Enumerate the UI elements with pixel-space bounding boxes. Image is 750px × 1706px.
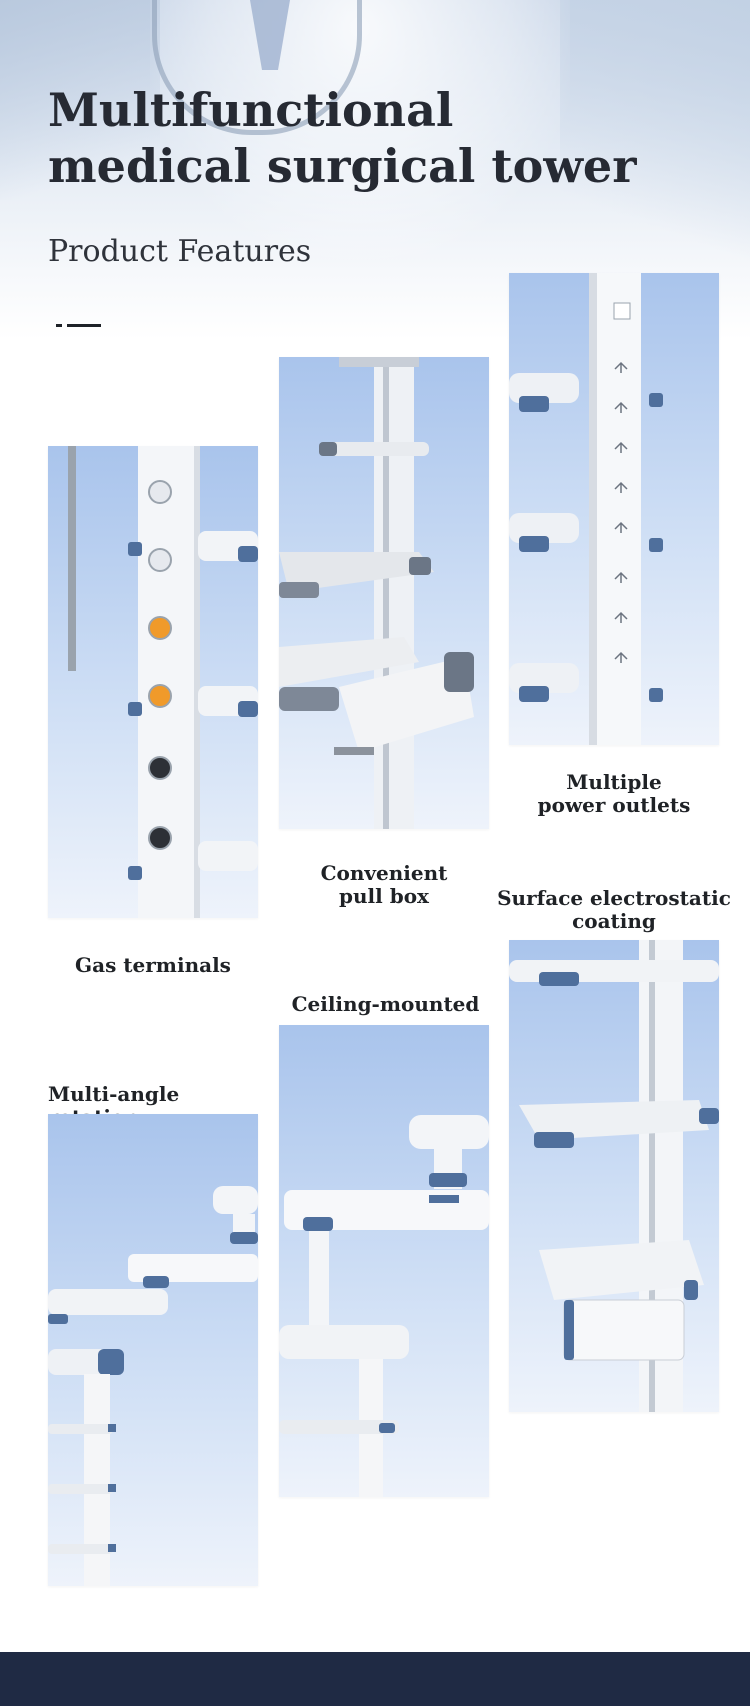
- ceiling-mounted-photo: [279, 1025, 489, 1497]
- caption-pull-box-line1: Convenient: [320, 861, 448, 885]
- page-title: Multifunctional medical surgical tower: [48, 82, 636, 194]
- footer-bar: [0, 1652, 750, 1706]
- divider-dot: [56, 324, 62, 327]
- page-title-line2: medical surgical tower: [48, 139, 637, 193]
- hero-doctor-coat-left: [0, 0, 160, 200]
- caption-pull-box: Convenient pull box: [279, 862, 489, 908]
- page-title-line1: Multifunctional: [48, 83, 454, 137]
- caption-coating: Surface electrostatic coating: [496, 887, 732, 933]
- caption-coating-line1: Surface electrostatic: [497, 886, 731, 910]
- gas-terminals-photo: [48, 446, 258, 918]
- divider-line: [67, 324, 101, 327]
- rotation-photo: [48, 1114, 258, 1586]
- caption-ceiling-mounted: Ceiling-mounted: [291, 992, 480, 1016]
- power-outlets-photo: [509, 273, 719, 745]
- caption-power-outlets-line1: Multiple: [566, 770, 662, 794]
- pull-box-photo: [279, 357, 489, 829]
- caption-gas-terminals: Gas terminals: [75, 953, 231, 977]
- hero-doctor-coat-right: [560, 0, 750, 280]
- section-subtitle: Product Features: [48, 234, 312, 269]
- caption-power-outlets: Multiple power outlets: [509, 771, 719, 817]
- caption-power-outlets-line2: power outlets: [537, 793, 691, 817]
- caption-pull-box-line2: pull box: [339, 884, 429, 908]
- coating-photo: [509, 940, 719, 1412]
- caption-coating-line2: coating: [572, 909, 656, 933]
- hero-background: [0, 0, 750, 340]
